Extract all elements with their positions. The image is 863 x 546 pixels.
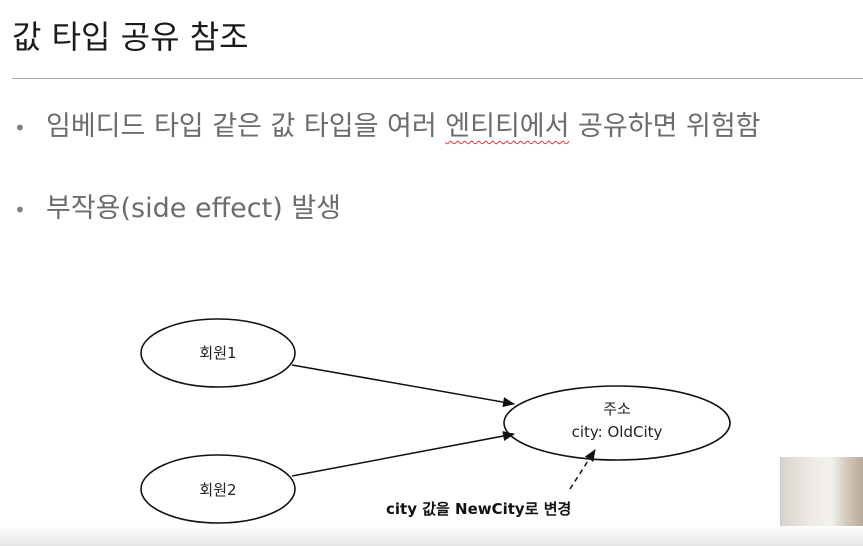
bullet-text-part: 부작용(side effect) 발생 [46,193,342,224]
spellcheck-underlined-word: 엔티티에서 [445,111,570,142]
bullet-marker: • [14,115,26,140]
member2-label: 회원2 [199,481,236,499]
bullet-text-part: 임베디드 타입 같은 값 타입을 여러 [46,111,446,142]
slide-title: 값 타입 공유 참조 [12,18,249,56]
member2-node [140,454,296,524]
member2-to-address-arrow [291,431,515,477]
address-node [503,385,731,461]
address-city-value: city: OldCity [572,423,663,441]
member1-node [140,318,296,388]
change-dashed-arrow [569,449,596,490]
title-divider [12,78,863,79]
member1-to-address-arrow [291,364,515,408]
bullet-side-effect: • 부작용(side effect) 발생 [14,186,341,225]
city-change-note: city 값을 NewCity로 변경 [386,500,571,518]
bullet-marker: • [14,197,26,222]
bullet-shared-reference-risk: • 임베디드 타입 같은 값 타입을 여러 엔티티에서 공유하면 위험함 [14,104,761,143]
member1-label: 회원1 [199,344,236,362]
bullet-text-part: 공유하면 위험함 [569,111,761,142]
bottom-shade [0,526,863,546]
address-title: 주소 [603,400,631,418]
